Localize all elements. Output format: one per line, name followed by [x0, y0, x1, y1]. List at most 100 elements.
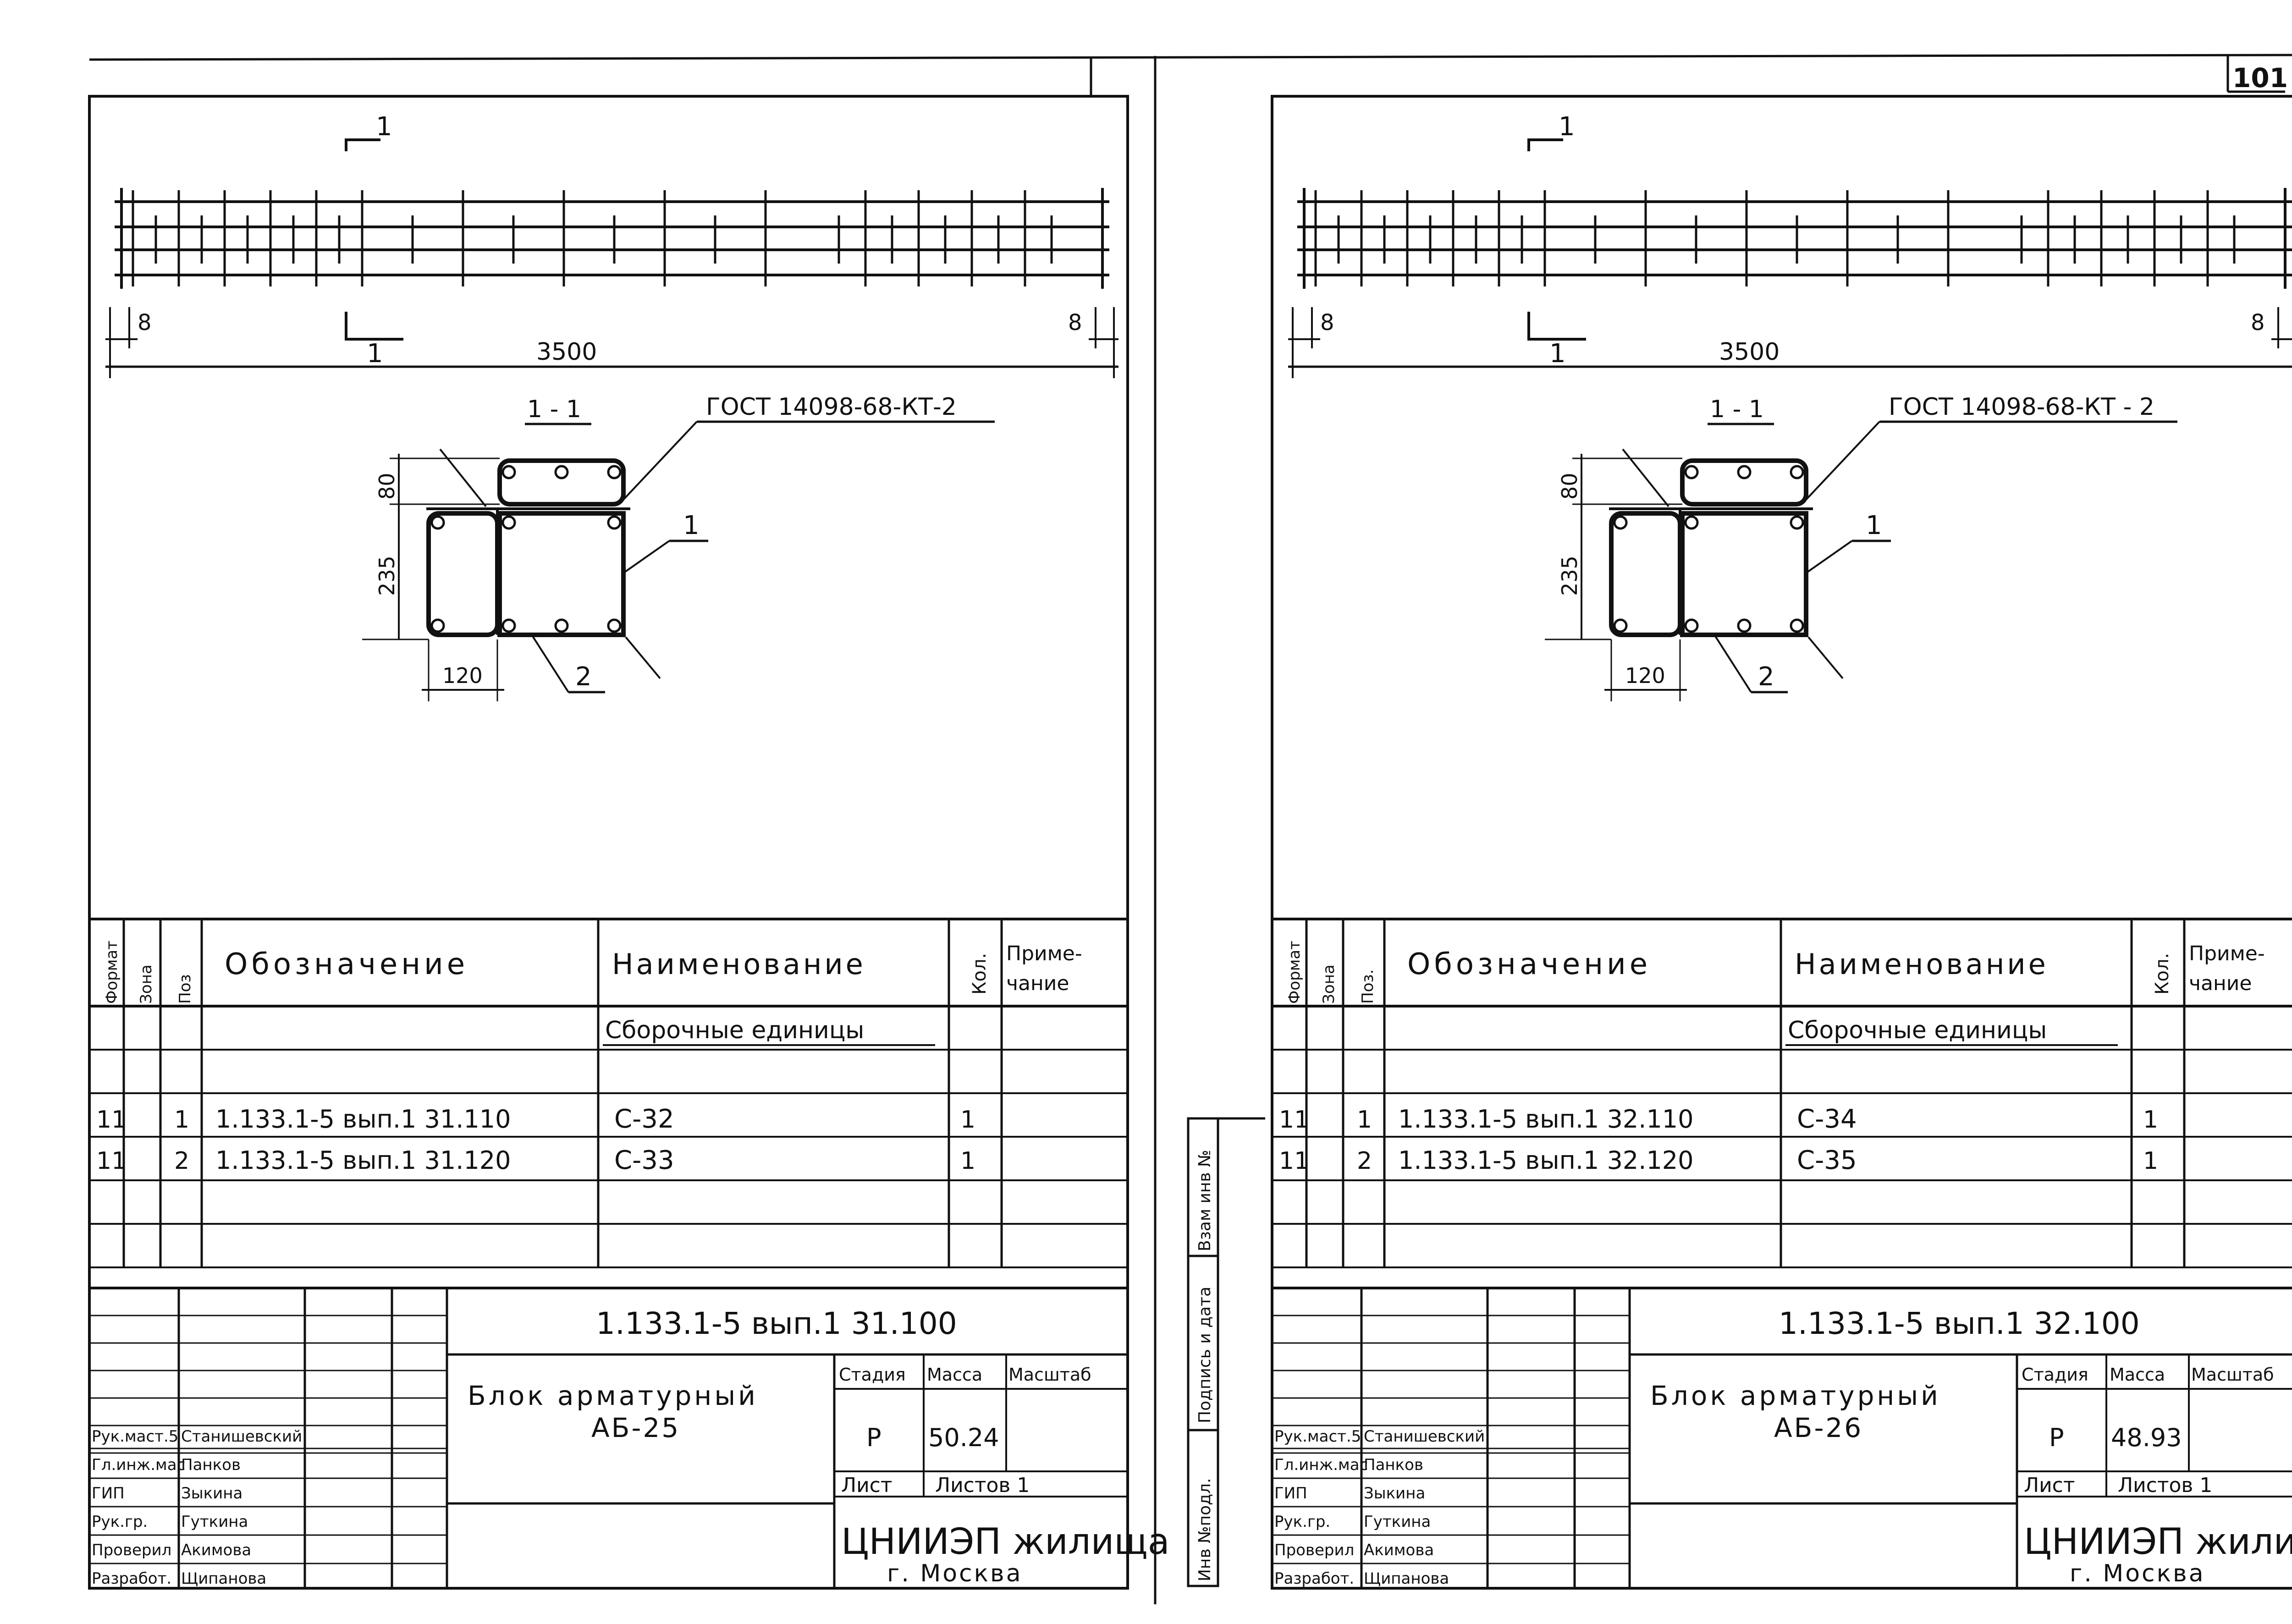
role-label: Рук.гр. — [1274, 1513, 1330, 1531]
role-name: Щипанова — [1364, 1569, 1449, 1588]
leader-1-label: 1 — [1866, 511, 1882, 540]
dim-right-label: 8 — [1068, 310, 1082, 336]
row-name: С-33 — [614, 1145, 674, 1175]
dim-left-label: 8 — [1320, 310, 1334, 336]
section-mark-bottom-label: 1 — [367, 339, 383, 369]
role-name: Акимова — [1364, 1541, 1434, 1559]
role-label: Разработ. — [92, 1569, 171, 1588]
role-name: Станишевский — [1364, 1427, 1485, 1446]
dim-235-label: 235 — [375, 556, 399, 596]
row-qty: 1 — [2143, 1147, 2158, 1175]
sheet-label: Лист — [841, 1474, 893, 1497]
top-stirrup — [497, 458, 626, 506]
rebar-section — [1613, 515, 1628, 530]
row-pos: 1 — [1357, 1106, 1372, 1134]
rebar-section — [607, 465, 622, 479]
top-stirrup — [1680, 458, 1808, 506]
header-qty: Кол. — [969, 953, 990, 995]
stage-label: Стадия — [2022, 1365, 2088, 1385]
header-pos: Поз — [176, 974, 194, 1004]
row-format: 11 — [96, 1106, 127, 1134]
gost-leader — [623, 421, 698, 501]
gost-leader — [1805, 421, 1880, 501]
stage-value: Р — [2049, 1423, 2064, 1452]
rebar-section — [607, 515, 622, 530]
row-name: С-32 — [614, 1104, 674, 1134]
rebar-section — [1790, 515, 1804, 530]
title-line-1: Блок арматурный — [1650, 1380, 1941, 1411]
scale-label: Масштаб — [1008, 1365, 1091, 1385]
role-name: Зыкина — [1364, 1484, 1425, 1503]
row-qty: 1 — [960, 1106, 975, 1134]
rebar-section — [1737, 465, 1752, 479]
sheets-label: Листов 1 — [2118, 1474, 2212, 1497]
header-note-2: чание — [2189, 972, 2252, 995]
rebar-section — [554, 465, 569, 479]
rebar-section — [554, 618, 569, 633]
row-designation: 1.133.1-5 вып.1 32.110 — [1398, 1105, 1694, 1134]
rebar-section — [501, 465, 516, 479]
role-name: Гуткина — [1364, 1513, 1431, 1531]
left-stirrup — [426, 511, 500, 637]
role-label: Гл.инж.мас — [1274, 1456, 1368, 1474]
main-cage — [497, 511, 626, 637]
mass-value: 50.24 — [928, 1423, 999, 1452]
role-label: Рук.маст.5 — [1274, 1427, 1361, 1446]
scale-label: Масштаб — [2191, 1365, 2274, 1385]
rebar-section — [501, 618, 516, 633]
title-line-2: АБ-26 — [1774, 1412, 1863, 1443]
role-name: Акимова — [181, 1541, 251, 1559]
rebar-section — [1613, 618, 1628, 633]
role-label: Разработ. — [1274, 1569, 1354, 1588]
dim-235-label: 235 — [1557, 556, 1582, 596]
leader-2-label: 2 — [575, 662, 592, 692]
sheet-frame — [1271, 95, 2292, 1590]
sheet-label: Лист — [2024, 1474, 2075, 1497]
org-line-2: г. Москва — [2070, 1560, 2205, 1587]
row-format: 11 — [96, 1147, 127, 1175]
section-mark-bottom-label: 1 — [1549, 339, 1566, 369]
row-name: С-34 — [1797, 1104, 1857, 1134]
side-stamp: Взам инв № Подпись и дата Инв №подл. — [1187, 1117, 1265, 1587]
role-label: ГИП — [92, 1484, 125, 1503]
title-line-2: АБ-25 — [591, 1412, 680, 1443]
org-line-1: ЦНИИЭП жилища — [841, 1521, 1170, 1563]
section-mark-top-label: 1 — [1559, 112, 1575, 142]
stamp-inv-orig: Инв №подл. — [1196, 1478, 1214, 1581]
dim-120-label: 120 — [442, 663, 483, 688]
section-mark-top-label: 1 — [376, 112, 392, 142]
dim-80-label: 80 — [375, 473, 399, 500]
row-qty: 1 — [2143, 1106, 2158, 1134]
header-name: Наименование — [612, 947, 866, 981]
role-label: Проверил — [1274, 1541, 1354, 1559]
stamp-inv-replace: Взам инв № — [1196, 1150, 1214, 1251]
row-pos: 1 — [174, 1106, 189, 1134]
header-pos: Поз. — [1359, 969, 1377, 1004]
group-title: Сборочные единицы — [605, 1017, 864, 1044]
gost-label: ГОСТ 14098-68-КТ - 2 — [1889, 393, 2154, 421]
dim-total-label: 3500 — [536, 338, 597, 366]
mass-label: Масса — [927, 1365, 982, 1385]
row-pos: 2 — [1357, 1147, 1372, 1175]
section-mark-bottom — [1527, 312, 1586, 341]
row-designation: 1.133.1-5 вып.1 31.110 — [215, 1105, 511, 1134]
section-mark-top — [345, 138, 380, 151]
row-designation: 1.133.1-5 вып.1 32.120 — [1398, 1146, 1694, 1175]
leader-1 — [1805, 540, 1853, 574]
rebar-section — [1790, 465, 1804, 479]
row-format: 11 — [1279, 1147, 1309, 1175]
page-number: 101 — [2232, 62, 2288, 94]
role-name: Панков — [181, 1456, 241, 1474]
role-label: Гл.инж.мас — [92, 1456, 185, 1474]
stage-label: Стадия — [839, 1365, 906, 1385]
dim-120-label: 120 — [1625, 663, 1665, 688]
header-note-1: Приме- — [2189, 942, 2265, 965]
org-line-1: ЦНИИЭП жилища — [2024, 1521, 2292, 1563]
sheets-label: Листов 1 — [935, 1474, 1030, 1497]
role-label: Рук.маст.5 — [92, 1427, 178, 1446]
stage-value: Р — [866, 1423, 882, 1452]
role-label: Проверил — [92, 1541, 171, 1559]
